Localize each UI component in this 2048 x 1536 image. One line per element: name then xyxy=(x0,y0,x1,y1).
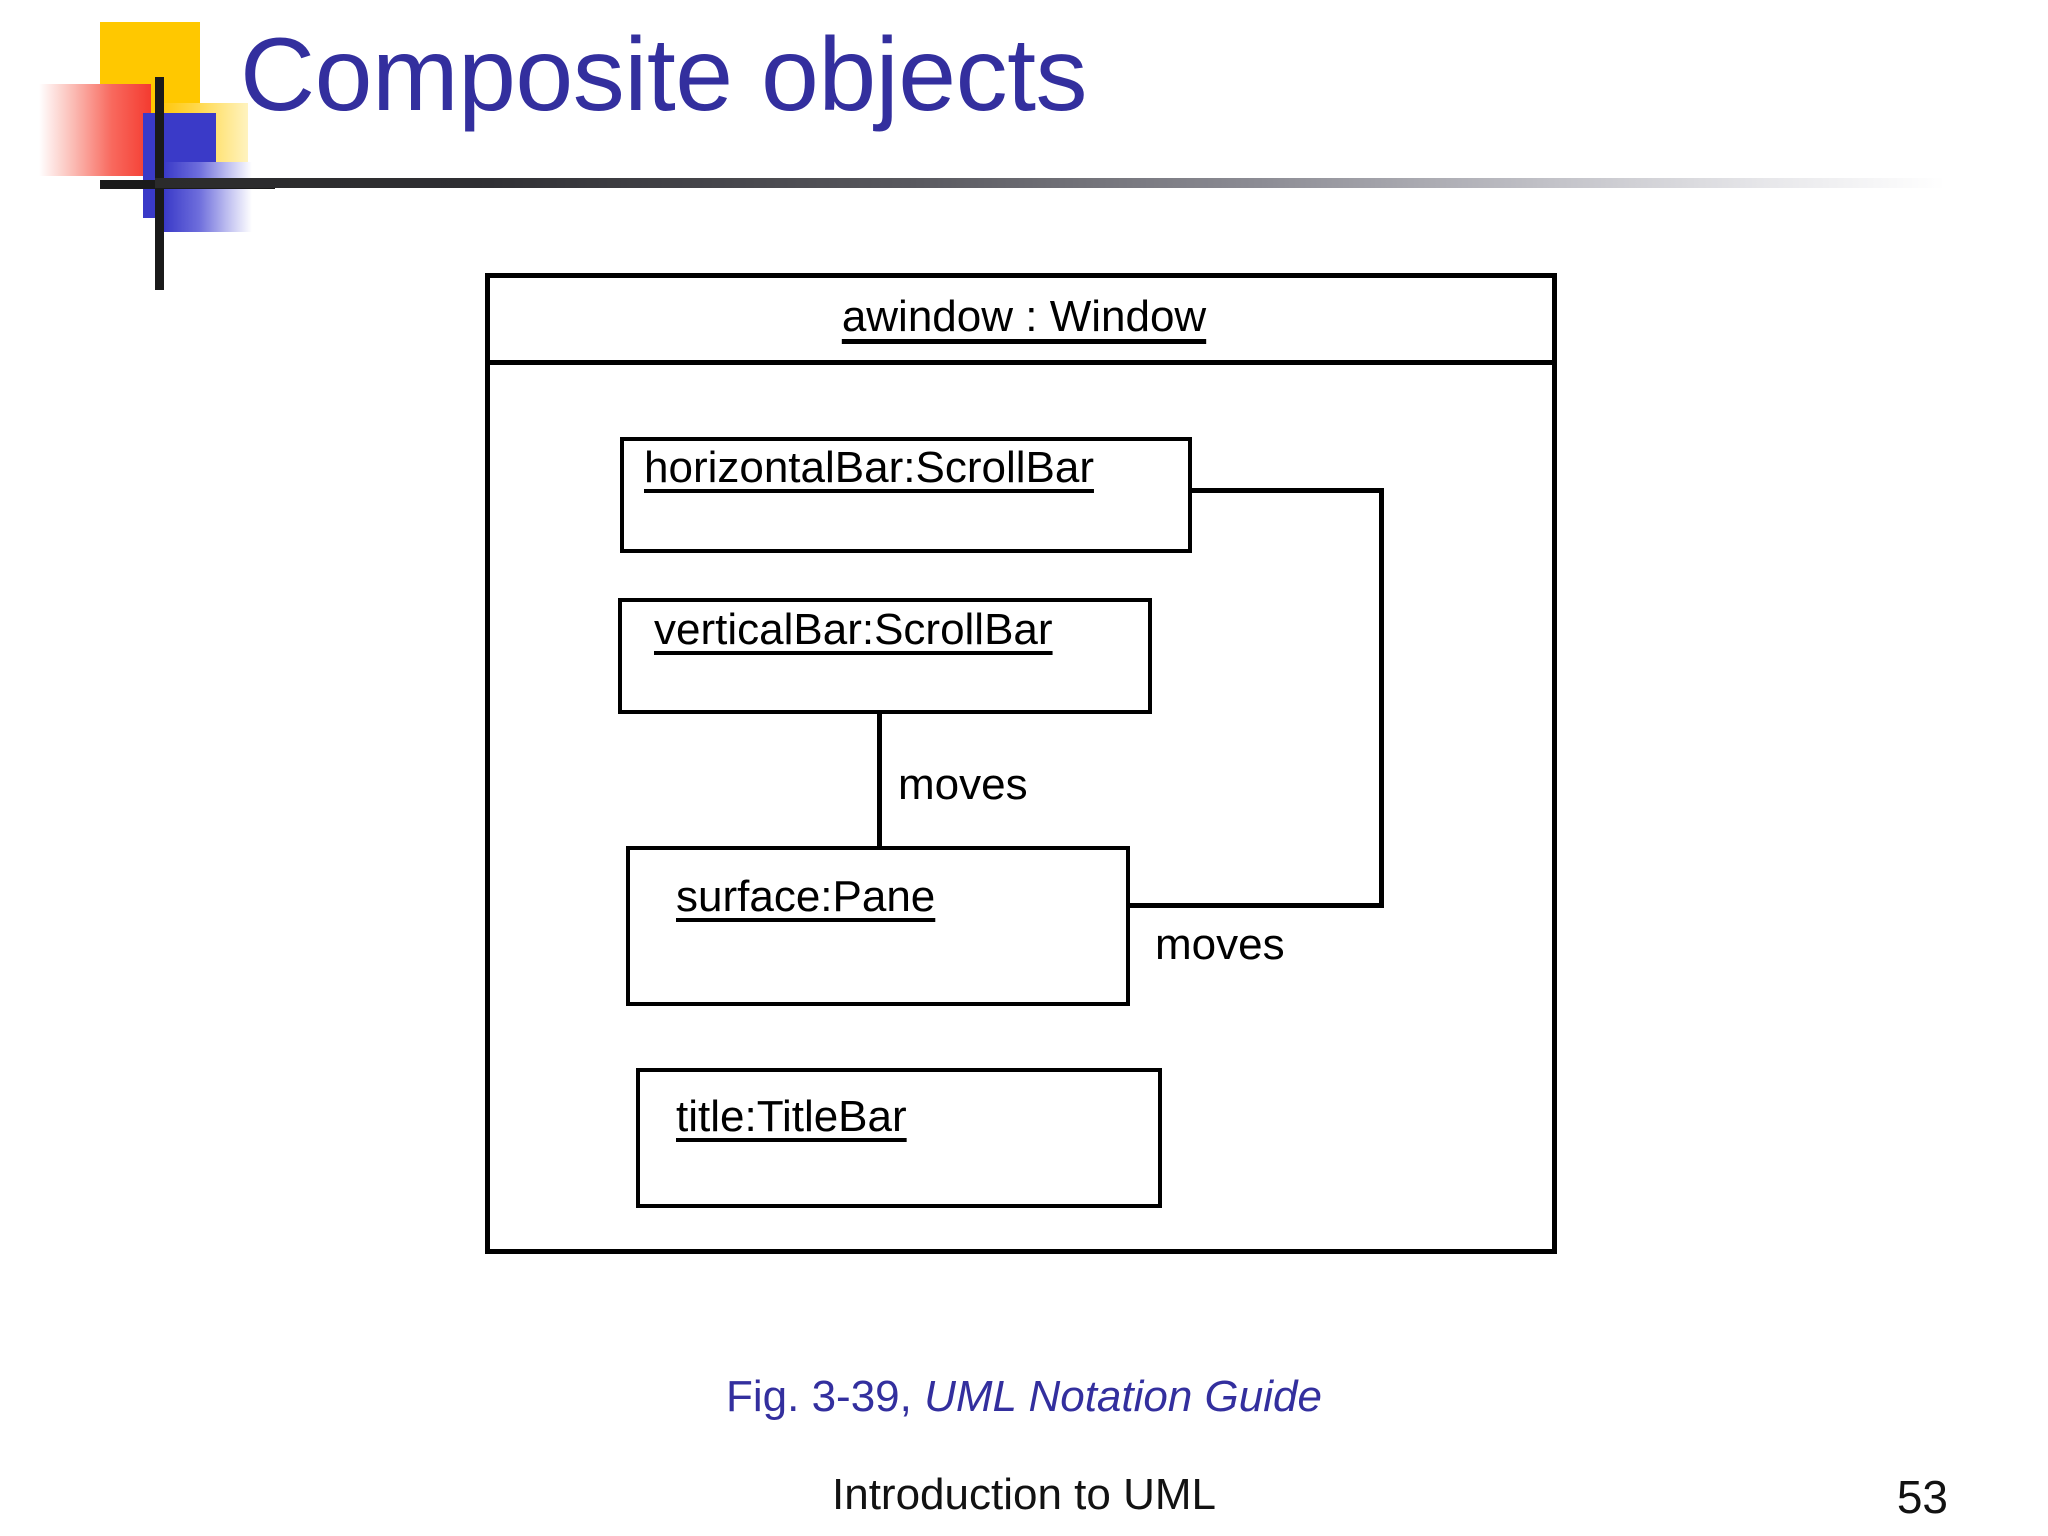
decorative-logo xyxy=(0,0,300,300)
object-label-title: title:TitleBar xyxy=(676,1092,907,1141)
object-box-awindow-name-divider xyxy=(485,360,1557,365)
object-box-awindow xyxy=(485,273,1557,1254)
link-line-horizontalbar-segment-to-surface xyxy=(1128,903,1384,908)
object-label-verticalbar: verticalBar:ScrollBar xyxy=(654,605,1053,654)
object-box-horizontalbar xyxy=(620,437,1192,553)
object-label-awindow: awindow : Window xyxy=(0,292,2048,342)
object-label-surface: surface:Pane xyxy=(676,872,936,921)
object-label-awindow-text: awindow : Window xyxy=(841,292,1207,341)
link-line-horizontalbar-segment-right xyxy=(1190,488,1384,493)
figure-caption: Fig. 3-39, UML Notation Guide xyxy=(0,1372,2048,1422)
object-box-title xyxy=(636,1068,1162,1208)
figure-caption-source: UML Notation Guide xyxy=(924,1372,1322,1421)
link-line-verticalbar-to-surface xyxy=(877,712,882,848)
page-number: 53 xyxy=(1896,1471,1948,1523)
footer-title: Introduction to UML xyxy=(832,1470,1216,1519)
logo-red-gradient-block xyxy=(39,84,151,176)
page-title: Composite objects xyxy=(240,17,1088,133)
link-line-horizontalbar-segment-down xyxy=(1379,488,1384,908)
object-box-verticalbar xyxy=(618,598,1152,714)
figure-caption-prefix: Fig. 3-39, xyxy=(726,1372,912,1421)
link-label-moves-vertical: moves xyxy=(898,760,1028,809)
title-underline-rule xyxy=(155,178,1945,188)
logo-blue-gradient-block xyxy=(164,162,252,232)
object-box-surface xyxy=(626,846,1130,1006)
link-label-moves-horizontal: moves xyxy=(1155,920,1285,969)
object-label-horizontalbar: horizontalBar:ScrollBar xyxy=(644,443,1094,492)
